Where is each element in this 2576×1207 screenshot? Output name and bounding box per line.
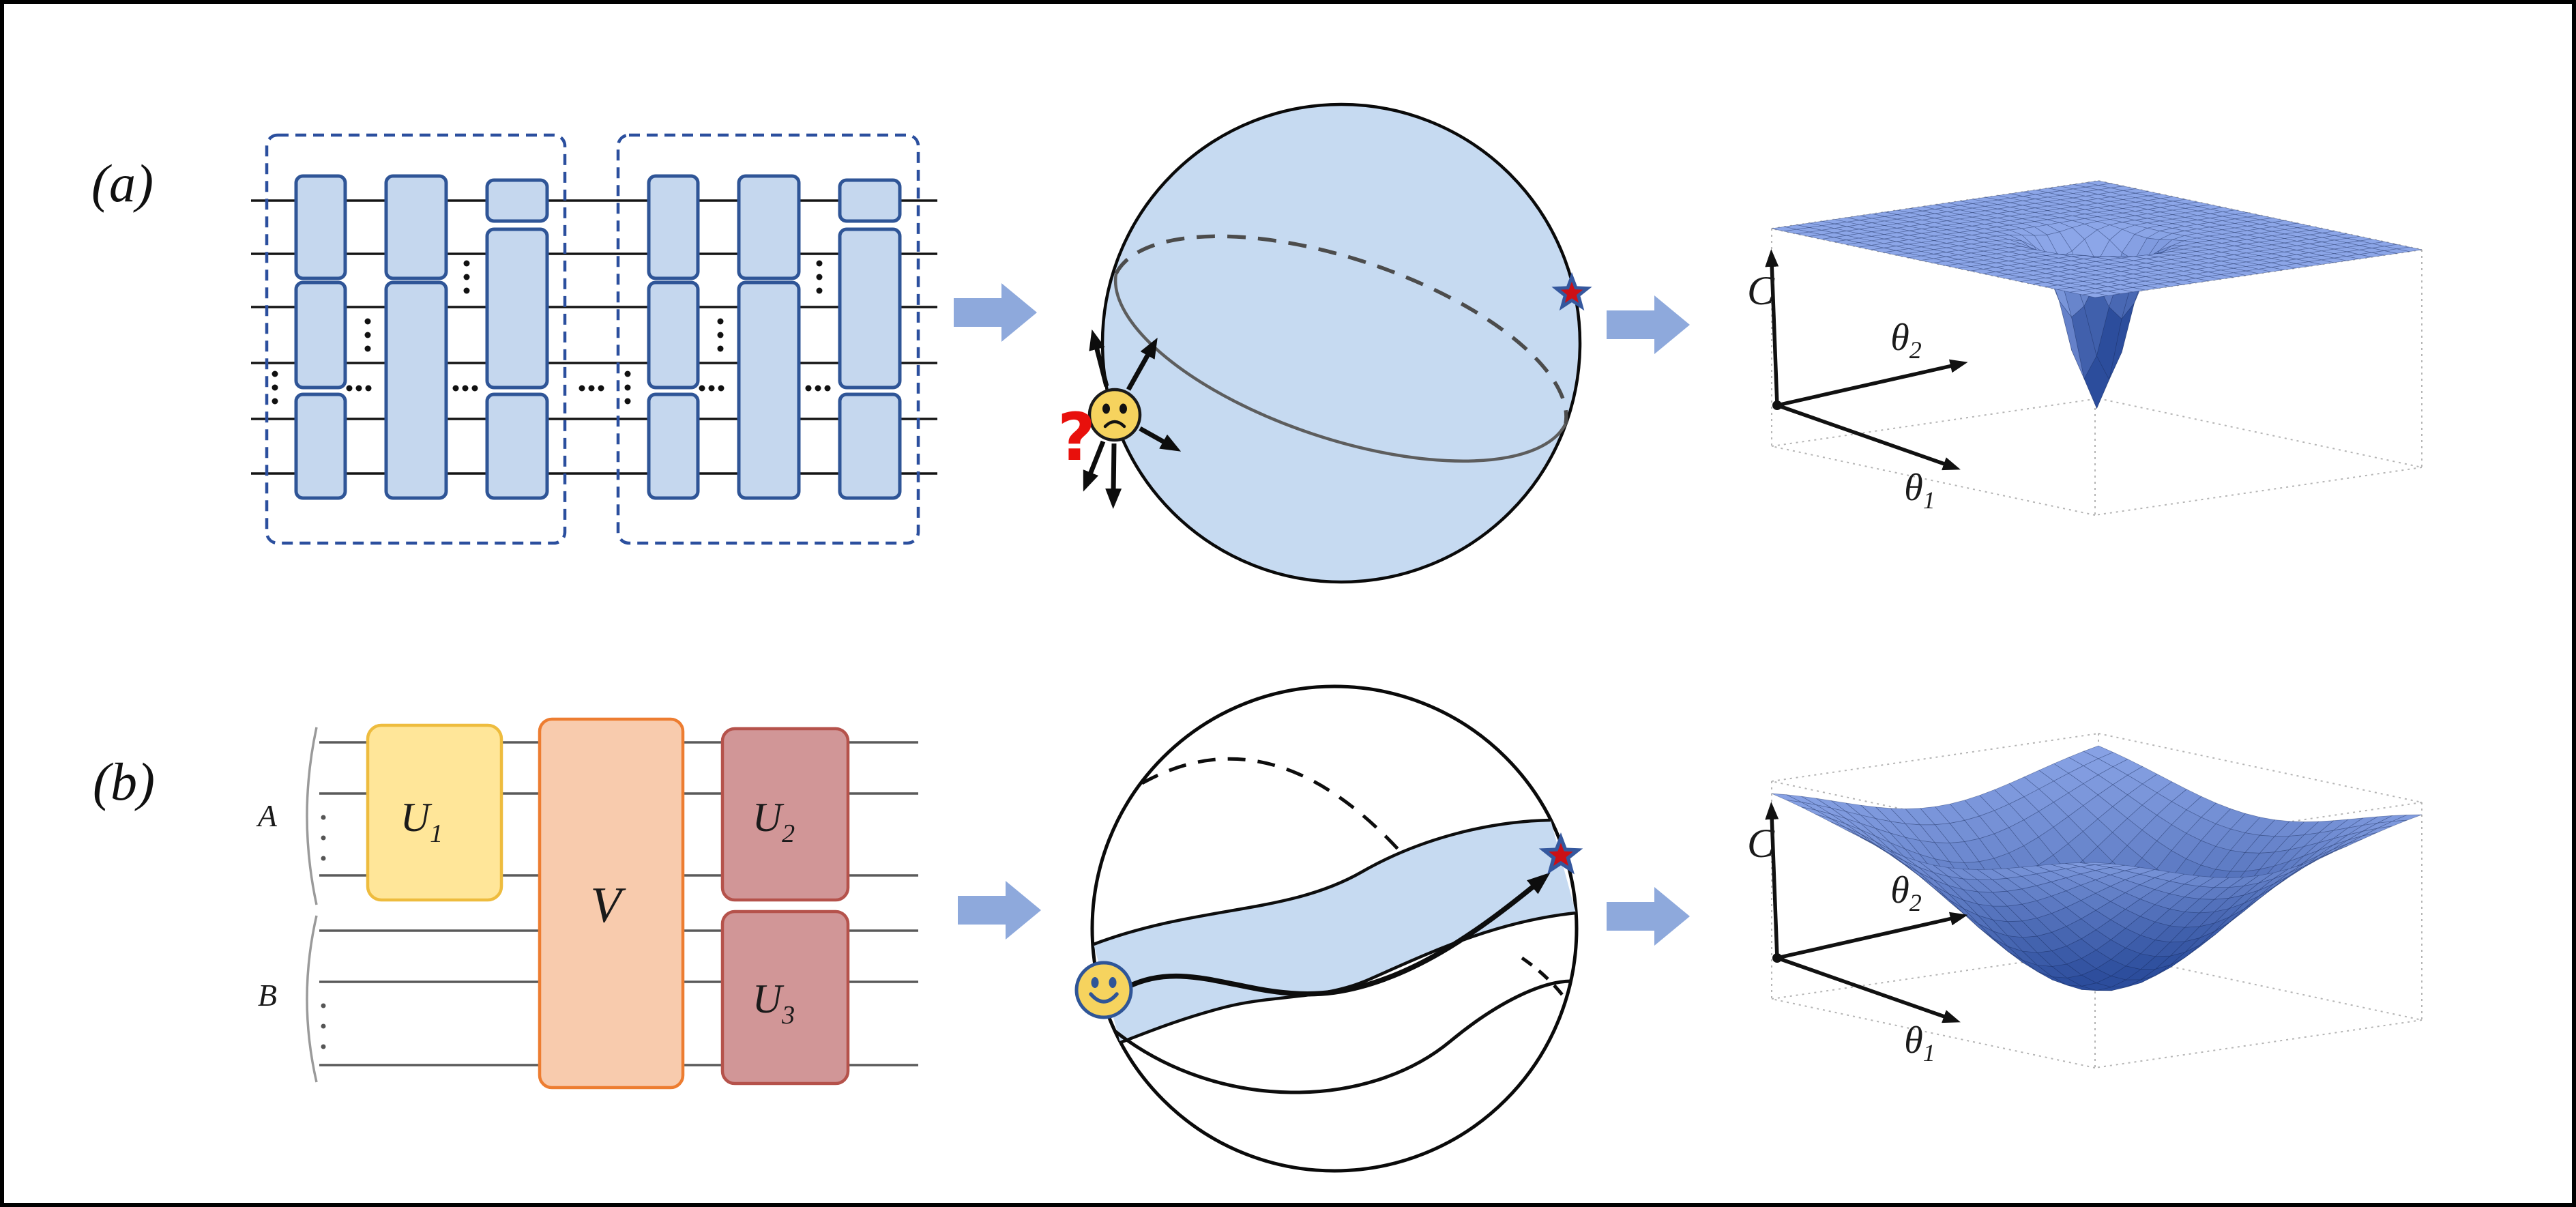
register-b-label: B (258, 978, 277, 1013)
circuit-a-layer-boxes (265, 133, 920, 545)
theta2-axis-label: θ2 (1890, 869, 1922, 916)
gate-block (647, 392, 700, 500)
smiley-sad-icon (1087, 388, 1142, 442)
axes-triad (1765, 802, 1968, 1023)
target-star-icon (1551, 272, 1592, 311)
flow-arrow-icon (954, 283, 1037, 342)
circuit-a-diagram (251, 133, 937, 545)
layer-2-dashed-box (616, 133, 920, 545)
cost-landscape-plot-a: C θ2 θ1 (1747, 180, 2423, 516)
gate-u3 (720, 910, 850, 1086)
gate-block (647, 174, 700, 280)
theta2-axis (1776, 912, 1968, 960)
gate-block (838, 392, 902, 500)
gate-block (485, 392, 549, 500)
gate-block (838, 178, 902, 223)
gate-block (737, 174, 801, 280)
flow-arrow-icon (1607, 887, 1690, 946)
surface-mesh (1771, 745, 2423, 991)
great-circle-back-dashed-right (1521, 956, 1564, 996)
gate-block (294, 392, 347, 500)
register-b-bracket (306, 915, 318, 1083)
register-dots (321, 815, 326, 1049)
gate-block (294, 174, 347, 280)
c-axis (1765, 249, 1779, 406)
target-star-icon (1538, 832, 1583, 875)
great-circle-front (1113, 273, 1568, 463)
register-a-label: A (256, 798, 278, 833)
great-circle-back-dashed (1141, 757, 1405, 857)
theta2-axis-label: θ2 (1890, 317, 1922, 364)
reachable-band (1094, 820, 1576, 1043)
ellipsis-dots (272, 260, 831, 405)
gate-block (647, 280, 700, 390)
layer-1-dashed-box (265, 133, 567, 545)
gradient-direction-arrows (1083, 329, 1182, 509)
great-circle-front (1113, 979, 1572, 1094)
register-brackets (306, 727, 318, 1083)
theta1-axis (1776, 956, 1961, 1023)
gate-block (384, 174, 448, 280)
gate-u2 (720, 727, 850, 902)
gate-block (838, 227, 902, 390)
register-a-bracket (306, 727, 318, 905)
gate-block (384, 280, 448, 500)
theta1-axis (1776, 403, 1961, 471)
surface-mesh (1771, 180, 2423, 409)
sphere-outline (1100, 102, 1582, 584)
gate-block (737, 280, 801, 500)
gate-u1 (366, 723, 503, 902)
panel-b-label: (b) (93, 752, 155, 811)
gate-block (485, 178, 549, 223)
theta1-axis-label: θ1 (1904, 467, 1935, 514)
flow-arrow-icon (1607, 295, 1690, 354)
gate-block (485, 227, 549, 390)
gate-v (538, 717, 685, 1090)
circuit-a-wires (251, 199, 937, 475)
gate-block (294, 280, 347, 390)
bloch-sphere-a: ? (1057, 102, 1592, 584)
panel-a-label: (a) (91, 154, 153, 213)
circuit-b-diagram: A B U1 V U2 U3 (256, 717, 918, 1090)
circuit-a-gates (294, 174, 902, 500)
bloch-sphere-b (1074, 684, 1583, 1173)
optimization-path-arrow (1127, 872, 1551, 997)
theta1-axis-label: θ1 (1904, 1019, 1935, 1066)
theta2-axis (1776, 359, 1968, 407)
smiley-happy-icon (1074, 961, 1133, 1019)
axes-triad (1765, 249, 1968, 471)
cost-landscape-plot-b: C θ2 θ1 (1747, 733, 2423, 1068)
flow-arrow-icon (958, 881, 1041, 940)
c-axis (1765, 802, 1779, 959)
